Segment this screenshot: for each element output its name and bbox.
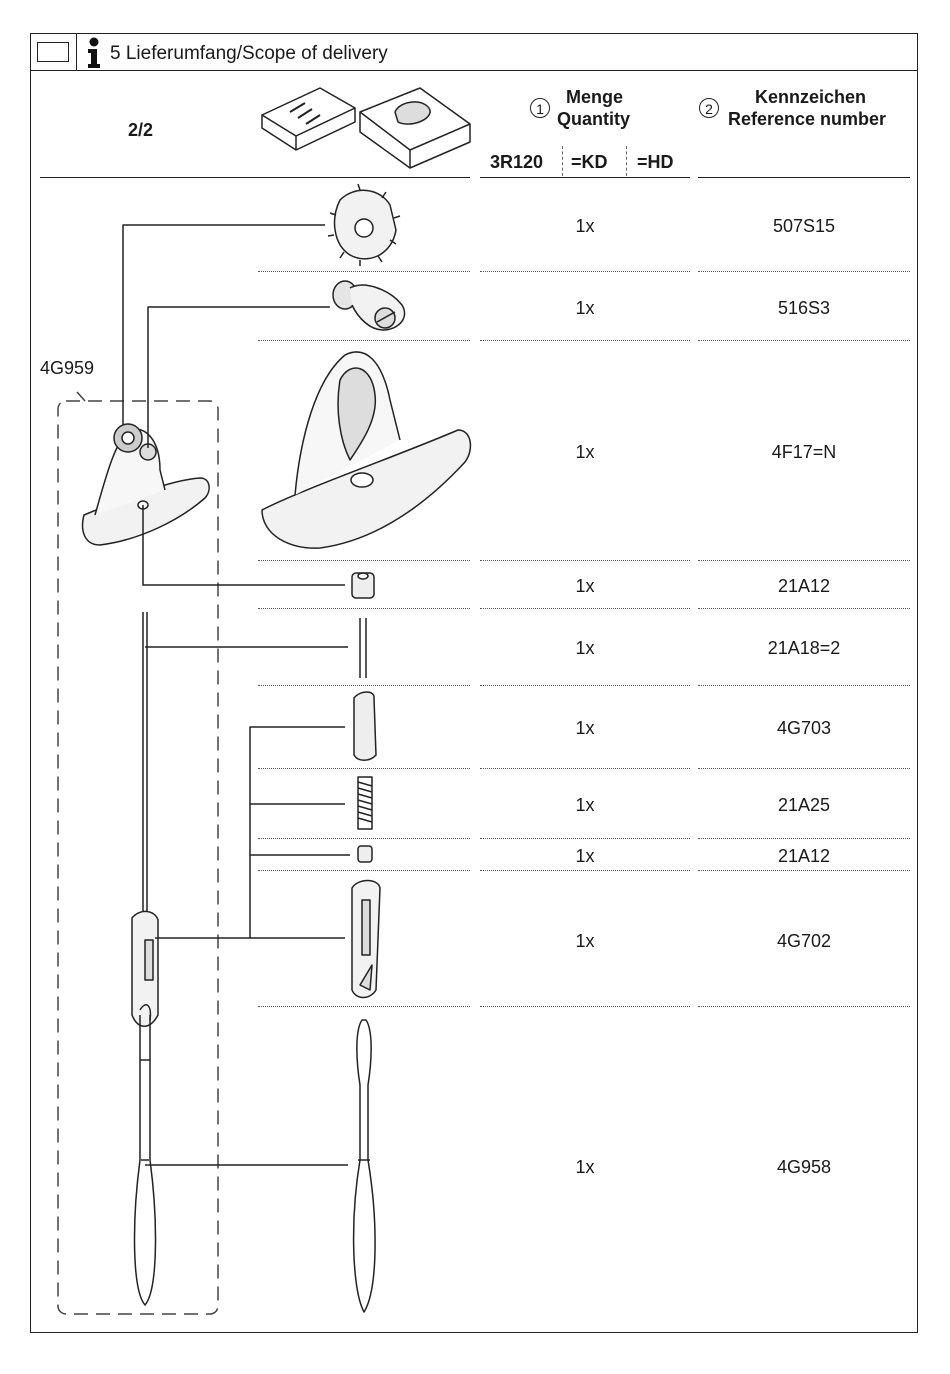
assembly-strap-illustration [132,612,158,1305]
assembly-base-illustration [83,424,210,545]
insert-4g703-illustration [354,692,376,760]
spring-21a25-illustration [358,777,372,829]
pin-21a18-illustration [360,618,366,678]
knob-507s15-illustration [328,184,400,266]
base-4f17n-illustration [262,352,470,548]
bolt-516s3-illustration [333,281,405,330]
strap-4g958-illustration [354,1020,375,1312]
sleeve-21a12-small-illustration [358,846,372,862]
leader-lines [123,225,350,1165]
lever-4g702-illustration [352,881,380,998]
package-box-illustration [262,88,470,168]
